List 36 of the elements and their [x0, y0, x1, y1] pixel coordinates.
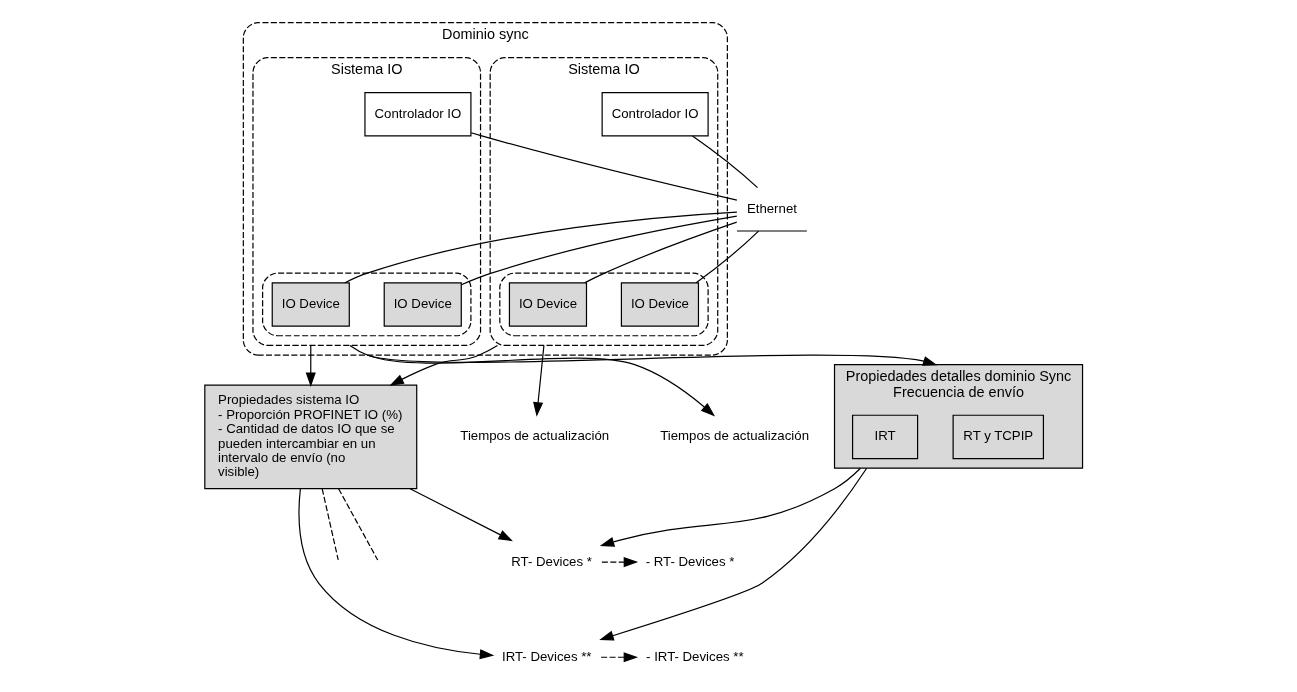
- connector: [321, 488, 339, 561]
- node-text: - IRT- Devices **: [646, 648, 744, 664]
- connector: [470, 132, 738, 201]
- arrow: [389, 344, 499, 386]
- arrow: [599, 467, 861, 547]
- node-box: Controlador IO: [601, 91, 709, 137]
- node-text: Tiempos de actualización: [460, 428, 610, 444]
- connector: [460, 215, 738, 286]
- node-box: IO Device: [271, 282, 350, 327]
- arrow: [409, 488, 513, 542]
- arrow: [600, 652, 639, 663]
- arrow: [298, 488, 495, 660]
- node-text: IRT- Devices **: [502, 648, 592, 664]
- connector: [584, 221, 738, 284]
- node-box: Controlador IO: [364, 91, 472, 137]
- cluster: [262, 272, 472, 337]
- connector: [344, 211, 738, 284]
- node-box: IO Device: [383, 282, 462, 327]
- connector: [695, 230, 760, 284]
- node-text: - RT- Devices *: [645, 553, 735, 569]
- node-box: IO Device: [620, 282, 700, 327]
- arrow: [349, 344, 716, 417]
- arrow: [533, 344, 545, 417]
- cluster: [499, 272, 709, 337]
- connector: [337, 488, 379, 561]
- arrow: [599, 467, 868, 641]
- node-box: IO Device: [508, 282, 588, 327]
- node-text: RT- Devices *: [511, 553, 592, 569]
- node-text: Tiempos de actualización: [660, 428, 810, 444]
- node-text: Ethernet: [746, 200, 797, 216]
- node-box: RT y TCPIP: [952, 414, 1044, 460]
- node-box: Propiedades sistema IO - Proporción PROFINET IO (%) - Cantidad de datos IO que se pueden intercambiar en un intervalo de envío (no visible): [204, 384, 418, 490]
- connector: [691, 135, 759, 189]
- node-box: IRT: [852, 414, 919, 460]
- arrow: [305, 344, 316, 387]
- arrow: [601, 557, 639, 568]
